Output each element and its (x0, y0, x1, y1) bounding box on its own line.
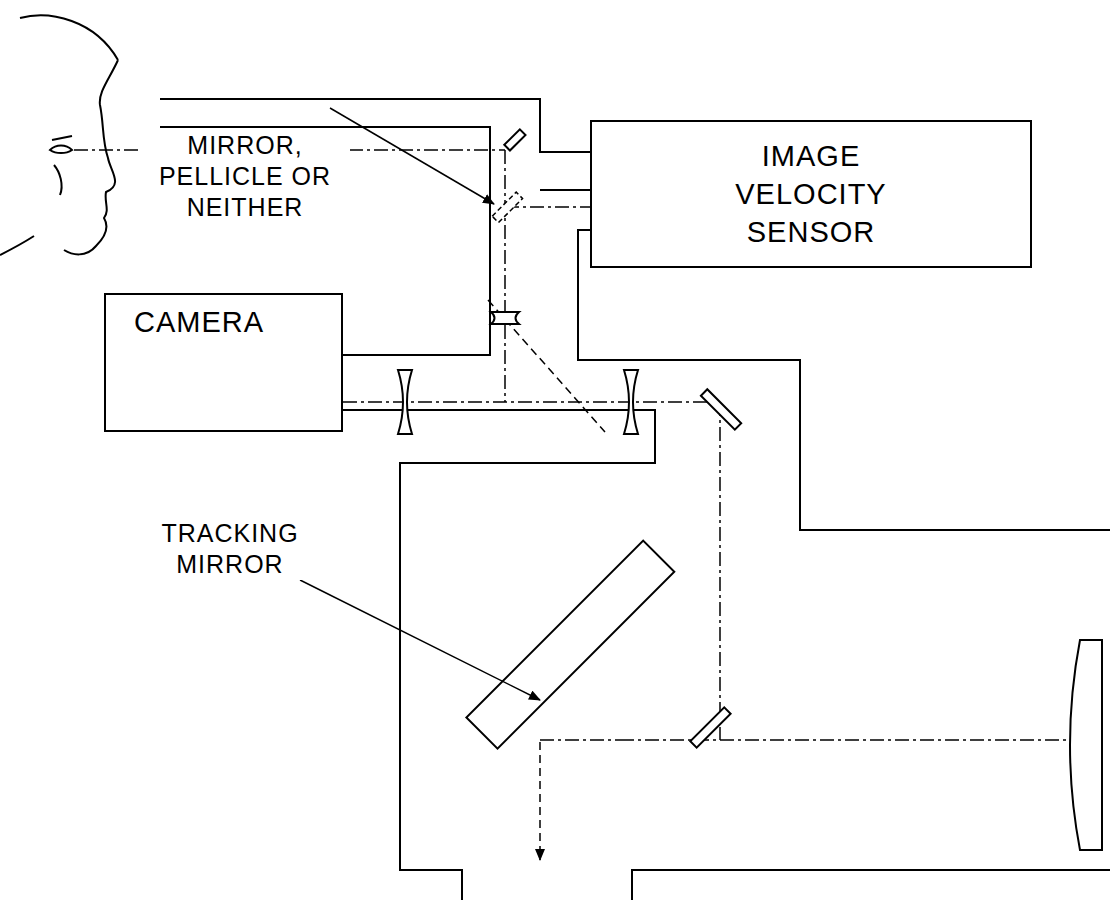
sensor-box: IMAGE VELOCITY SENSOR (590, 120, 1032, 268)
box-label: IMAGE VELOCITY SENSOR (721, 137, 901, 251)
observer-face (0, 15, 118, 255)
leader-line (300, 580, 540, 700)
lens (624, 370, 638, 434)
fold-mirror (690, 707, 730, 747)
lens (398, 370, 412, 434)
fold-mirror (701, 389, 741, 429)
part-label: MIRROR, PELLICLE OR NEITHER (140, 130, 350, 223)
tracking-mirror (466, 541, 674, 749)
concave-mirror (1070, 640, 1102, 850)
optical-path (540, 739, 620, 741)
lens (491, 312, 519, 324)
beam-splitter (488, 300, 605, 432)
leader-line (330, 108, 494, 204)
camera-box: CAMERA (104, 293, 343, 432)
fold-mirror (504, 129, 525, 150)
box-label: CAMERA (134, 303, 334, 341)
face-details (50, 136, 72, 195)
part-label: TRACKING MIRROR (130, 518, 330, 580)
pellicle (492, 192, 522, 222)
output-beam (539, 742, 541, 860)
